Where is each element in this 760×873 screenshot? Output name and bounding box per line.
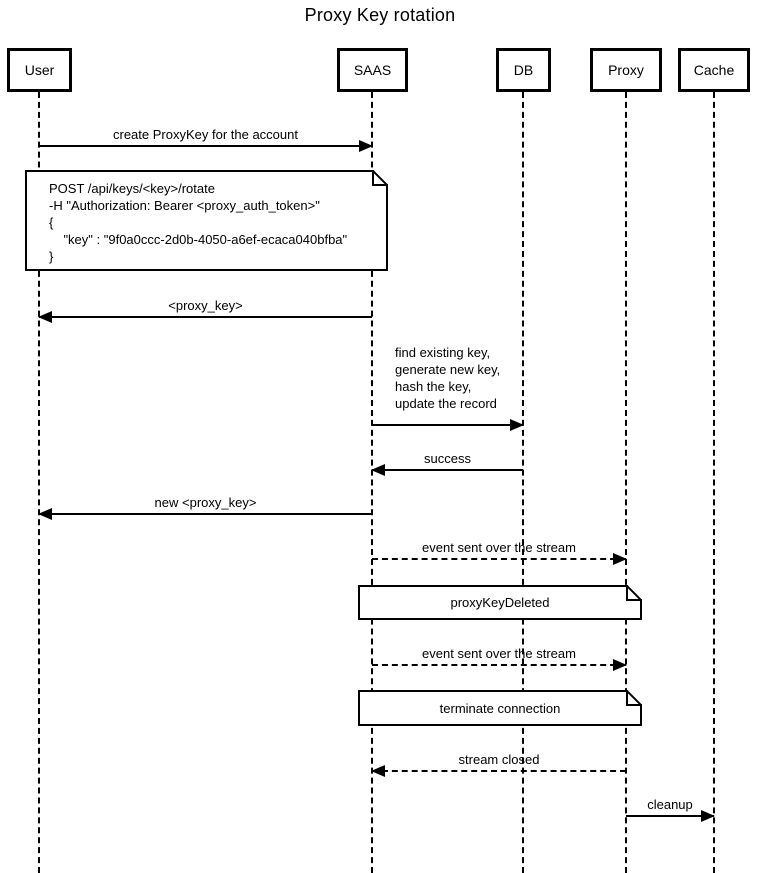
message-label-stream-closed: stream closed [458,752,540,767]
note-text-line: -H "Authorization: Bearer <proxy_auth_to… [49,198,320,213]
note-proxy-key-deleted: proxyKeyDeleted [358,585,642,620]
message-label-cleanup: cleanup [647,797,693,812]
participant-db: DB [496,48,551,92]
arrowhead-icon [371,765,385,777]
message-label-create-proxykey: create ProxyKey for the account [113,127,298,142]
lifeline-db [522,92,524,873]
message-label-new-proxy-key: new <proxy_key> [154,495,257,510]
lifeline-proxy [625,92,627,873]
message-arrow-event-stream-2 [372,659,627,671]
arrowhead-icon [38,311,52,323]
note-text-line: "key" : "9f0a0ccc-2d0b-4050-a6ef-ecaca04… [49,232,348,247]
note-text-line: POST /api/keys/<key>/rotate [49,181,215,196]
message-label-proxy-key: <proxy_key> [168,298,243,313]
note-post-request: POST /api/keys/<key>/rotate -H "Authoriz… [25,170,388,271]
message-arrow-new-proxy-key [38,508,372,520]
arrowhead-icon [613,553,627,565]
arrowhead-icon [510,419,524,431]
message-label-event-stream-1: event sent over the stream [422,540,576,555]
arrowhead-icon [38,508,52,520]
note-fold-icon [626,690,642,706]
message-arrow-create-proxykey [39,140,373,152]
participant-cache: Cache [678,48,750,92]
note-fold-icon [626,585,642,601]
note-text-line: { [49,215,54,230]
lifeline-saas [371,92,373,873]
note-text: terminate connection [439,700,561,716]
arrowhead-icon [359,140,373,152]
message-arrow-db-operations [372,419,524,431]
message-label-success: success [424,451,471,466]
note-text-line: } [49,249,54,264]
message-arrow-cleanup [626,810,715,822]
arrowhead-icon [701,810,715,822]
diagram-title: Proxy Key rotation [304,5,456,25]
message-label-event-stream-2: event sent over the stream [422,646,576,661]
participant-user: User [7,48,72,92]
message-arrow-stream-closed [371,765,626,777]
arrowhead-icon [371,464,385,476]
arrowhead-icon [613,659,627,671]
participant-saas: SAAS [337,48,408,92]
message-arrow-proxy-key [38,311,372,323]
note-text: proxyKeyDeleted [450,595,550,610]
note-terminate-connection: terminate connection [358,690,642,726]
lifeline-user [38,92,40,873]
participant-proxy: Proxy [590,48,662,92]
note-fold-icon [372,170,388,186]
message-label-db-operations: find existing key, generate new key, has… [395,345,501,411]
message-arrow-event-stream-1 [372,553,627,565]
message-arrow-success [371,464,523,476]
lifeline-cache [713,92,715,873]
